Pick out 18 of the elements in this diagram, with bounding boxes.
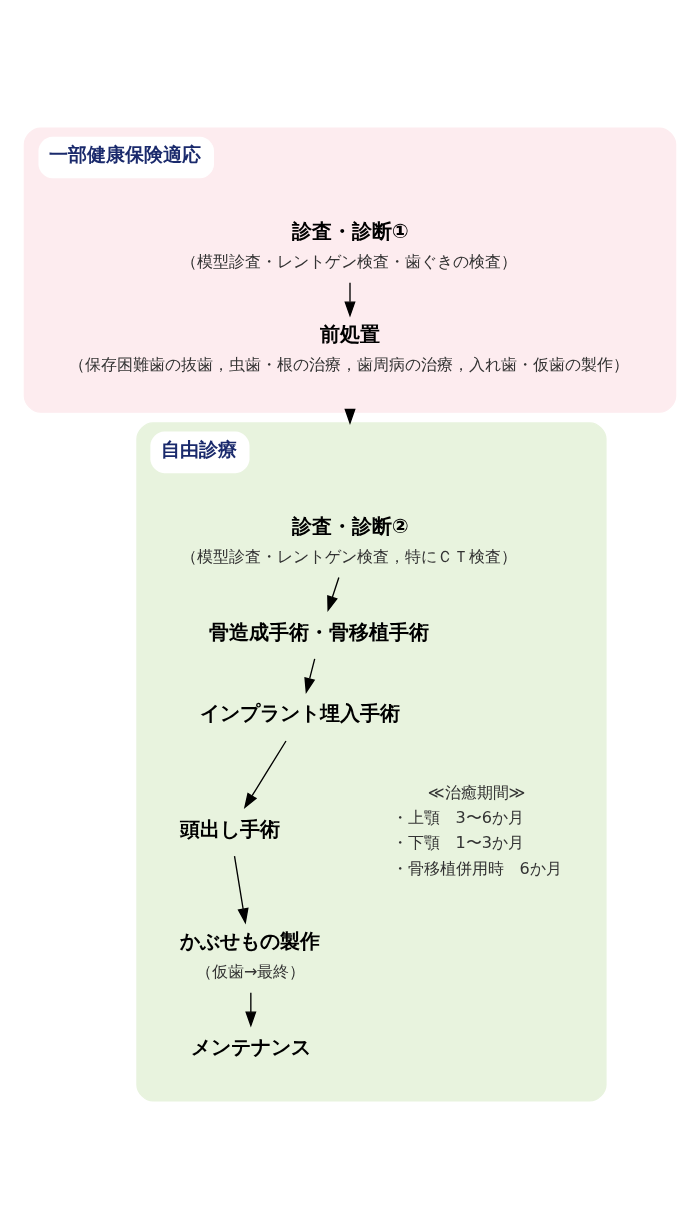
node-text: 診査・診断② （模型診査・レントゲン検査，特にＣＴ検査） bbox=[181, 513, 518, 566]
arrow bbox=[327, 576, 340, 613]
arrow bbox=[233, 855, 249, 925]
node-label: ≪治癒期間≫ bbox=[427, 782, 526, 802]
arrow bbox=[243, 740, 287, 810]
node-text: メンテナンス bbox=[190, 1035, 311, 1060]
node-label: ・上顎 3〜6か月 bbox=[391, 808, 525, 827]
arrow bbox=[344, 282, 356, 318]
node-text: かぶせもの製作 （仮歯→最終） bbox=[179, 929, 320, 982]
node-label: ・骨移植併用時 6か月 bbox=[391, 858, 562, 878]
arrow bbox=[304, 658, 316, 694]
node-label: ・下顎 1〜3か月 bbox=[391, 833, 525, 853]
node-text: 頭出し手術 bbox=[179, 816, 280, 841]
arrow bbox=[245, 992, 257, 1028]
node-text: 骨造成手術・骨移植手術 bbox=[209, 619, 430, 644]
node-text: 診査・診断① （模型診査・レントゲン検査・歯ぐきの検査） bbox=[181, 218, 518, 271]
node-text: 前処置 （保存困難歯の抜歯，虫歯・根の治療，歯周病の治療，入れ歯・仮歯の製作） bbox=[68, 322, 629, 375]
node-text: インプラント埋入手術 bbox=[199, 701, 400, 726]
